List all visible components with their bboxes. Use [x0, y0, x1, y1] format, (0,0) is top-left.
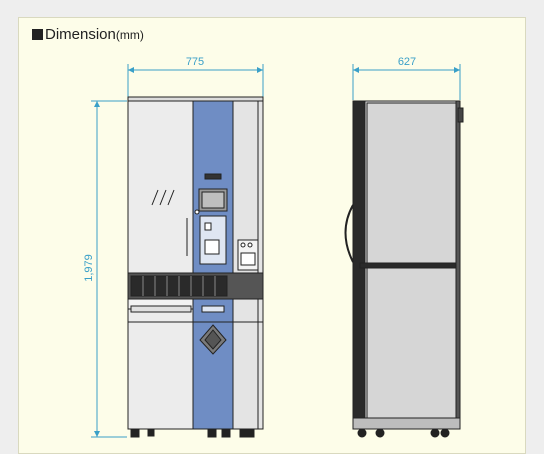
title-label: Dimension: [45, 26, 116, 43]
height-dimension: [91, 100, 127, 438]
diagram-title: Dimension(mm): [32, 26, 144, 43]
depth-dimension: [352, 64, 461, 100]
title-unit: (mm): [115, 28, 144, 42]
height-label: 1,979: [83, 254, 95, 282]
depth-label: 627: [398, 56, 416, 68]
bullet-square-icon: [32, 29, 43, 40]
width-dimension: [127, 64, 264, 100]
front-view: [127, 96, 264, 438]
side-view: [344, 100, 464, 438]
width-label: 775: [186, 56, 204, 68]
